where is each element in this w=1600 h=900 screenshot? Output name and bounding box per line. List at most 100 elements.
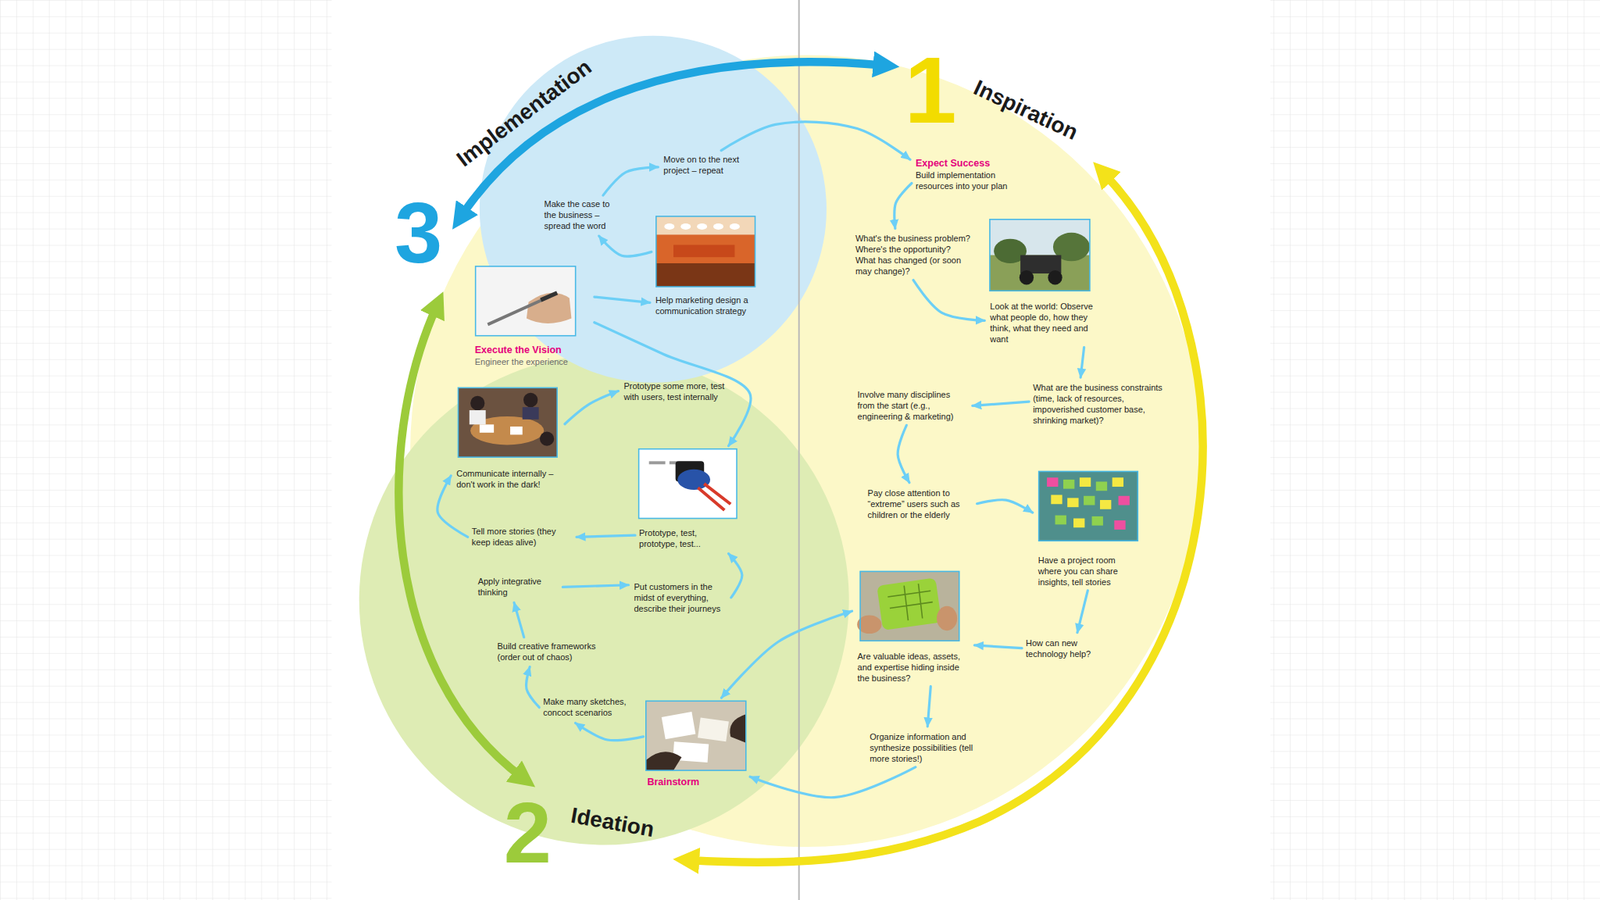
photo-sticky-notes [1039, 471, 1139, 541]
flow-arrow [599, 235, 652, 257]
photo-brainstorm [646, 700, 747, 771]
photo-step: Communicate internally – don't work in t… [453, 387, 564, 492]
photo-sticky-notes [1100, 500, 1111, 510]
photo-touchscreen [887, 583, 933, 621]
phase-number: 3 [394, 189, 443, 276]
step-text: Build creative frameworks (order out of … [496, 640, 609, 663]
photo-step: Are valuable ideas, assets, and expertis… [855, 571, 972, 685]
step-text: Prototype, test, prototype, test... [639, 527, 737, 550]
step-subtext: Engineer the experience [475, 356, 591, 368]
flow-arrow [1077, 590, 1088, 633]
step-text: Build implementation resources into your… [915, 169, 1025, 192]
flow-arrow [594, 296, 650, 303]
photo-prototype [649, 460, 666, 465]
photo-touchscreen [860, 571, 960, 641]
photo-brainstorm [661, 711, 697, 740]
flow-arrow [974, 645, 1022, 649]
photo-room [656, 216, 756, 287]
flow-arrow [721, 121, 911, 160]
flow-arrow [894, 183, 912, 229]
cycle-arrow [460, 61, 884, 217]
step-heading: Brainstorm [646, 775, 745, 789]
step-text: Move on to the next project – repeat [663, 153, 759, 176]
step-text: Look at the world: Observe what people d… [989, 300, 1106, 345]
step-note: Put customers in the midst of everything… [631, 579, 729, 616]
phase-number: 2 [503, 789, 552, 876]
page-ground [331, 0, 1271, 900]
photo-room [656, 216, 756, 236]
photo-team [479, 424, 494, 433]
step-text: Make many sketches, concoct scenarios [542, 696, 638, 718]
photo-brainstorm [646, 700, 747, 771]
photo-room [713, 223, 724, 230]
flow-arrow [564, 391, 618, 425]
photo-team [510, 426, 523, 435]
step-text: Have a project room where you can share … [1038, 554, 1138, 588]
flow-arrow [913, 279, 985, 321]
step-note: Make the case to the business – spread t… [542, 196, 624, 233]
photo-team [470, 396, 485, 411]
step-note: Involve many disciplines from the start … [855, 387, 970, 424]
phase-name: Ideation [568, 804, 656, 841]
photo-sticky-notes [1118, 496, 1130, 506]
photo-step: Prototype, test, prototype, test... [636, 449, 740, 551]
photo-sticky-notes [1039, 471, 1139, 541]
step-note: Expect SuccessBuild implementation resou… [913, 155, 1028, 193]
photo-prototype [639, 449, 737, 519]
photo-prototype [677, 469, 711, 490]
phase-number: 1 [904, 42, 958, 137]
step-text: Pay close attention to “extreme” users s… [867, 487, 974, 521]
phase-name: Implementation [453, 56, 596, 172]
step-note: How can new technology help? [1023, 635, 1114, 661]
photo-stylus [475, 266, 576, 336]
photo-field [989, 219, 1090, 291]
flow-arrow [897, 425, 910, 483]
photo-room [656, 263, 756, 287]
step-note: Move on to the next project – repeat [660, 152, 761, 178]
flow-arrow [728, 553, 743, 598]
photo-touchscreen [857, 571, 960, 641]
step-note: What are the business constraints (time,… [1030, 380, 1174, 428]
photo-team [457, 387, 558, 458]
photo-field [989, 219, 1090, 291]
flow-arrow [927, 686, 931, 727]
photo-sticky-notes [1050, 494, 1062, 504]
phase-number: 1 [904, 42, 958, 137]
photo-room [729, 223, 740, 230]
step-text: Put customers in the midst of everything… [633, 581, 727, 615]
phase-name: Ideation [568, 804, 656, 841]
phase-name: Inspiration [970, 76, 1082, 144]
photo-step: Help marketing design a communication st… [653, 216, 758, 318]
photo-team [469, 410, 486, 425]
photo-brainstorm [646, 700, 747, 771]
step-note: What's the business problem? Where's the… [853, 231, 974, 279]
photo-prototype [697, 483, 731, 511]
step-note: Build creative frameworks (order out of … [494, 639, 611, 665]
step-note: Pay close attention to “extreme” users s… [865, 485, 976, 522]
photo-room [664, 223, 675, 230]
photo-sticky-notes [1079, 477, 1091, 487]
photo-step: Have a project room where you can share … [1035, 471, 1140, 589]
phase-name: Implementation [453, 56, 596, 172]
photo-prototype [639, 449, 737, 519]
step-text: Communicate internally – don't work in t… [456, 467, 561, 490]
photo-touchscreen [936, 606, 958, 631]
photo-room [680, 223, 691, 230]
step-heading: Execute the Vision [475, 343, 591, 357]
photo-room [656, 216, 756, 287]
photo-sticky-notes [1112, 477, 1124, 487]
photo-team [457, 387, 558, 458]
photo-stylus [540, 292, 558, 300]
photo-prototype [639, 449, 737, 519]
flow-arrow [972, 401, 1029, 406]
phase-number: 2 [503, 789, 552, 876]
photo-team [457, 387, 558, 458]
step-note: Apply integrative thinking [475, 574, 562, 600]
step-note: Tell more stories (they keep ideas alive… [469, 524, 574, 550]
flow-arrow [721, 610, 852, 698]
divider-line [798, 0, 800, 900]
flow-arrow [562, 585, 629, 588]
photo-touchscreen [876, 577, 942, 630]
